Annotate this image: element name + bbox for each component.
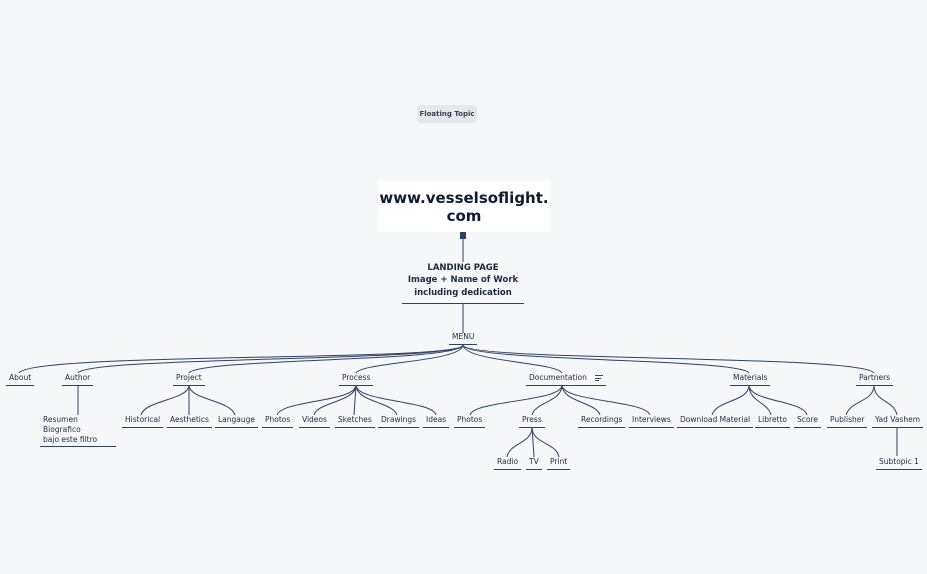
topic-sketches[interactable]: Sketches <box>335 415 375 428</box>
topic-subtopic-1[interactable]: Subtopic 1 <box>876 457 922 470</box>
topic-process-photos[interactable]: Photos <box>262 415 294 428</box>
topic-publisher[interactable]: Publisher <box>827 415 868 428</box>
topic-press[interactable]: Press <box>519 415 545 428</box>
topic-documentation-photos[interactable]: Photos <box>454 415 486 428</box>
topic-aesthetics[interactable]: Aesthetics <box>167 415 212 428</box>
notes-icon[interactable] <box>595 374 604 383</box>
topic-libretto[interactable]: Libretto <box>755 415 791 428</box>
topic-ideas[interactable]: Ideas <box>423 415 450 428</box>
floating-topic[interactable]: Floating Topic <box>417 105 477 123</box>
topic-score[interactable]: Score <box>794 415 822 428</box>
topic-resumen-biografico[interactable]: Resumen Biografico bajo este filtro <box>40 415 116 448</box>
landing-page-label: LANDING PAGE Image + Name of Work includ… <box>407 263 519 298</box>
topic-partners[interactable]: Partners <box>856 373 894 386</box>
topic-drawings[interactable]: Drawings <box>378 415 420 428</box>
topic-langauge[interactable]: Langauge <box>215 415 259 428</box>
collapse-handle[interactable] <box>460 232 466 239</box>
topic-tv[interactable]: TV <box>526 457 542 470</box>
topic-radio[interactable]: Radio <box>494 457 522 470</box>
topic-materials[interactable]: Materials <box>730 373 771 386</box>
topic-print[interactable]: Print <box>547 457 571 470</box>
topic-documentation[interactable]: Documentation <box>526 373 607 386</box>
central-topic[interactable]: www.vesselsoflight. com <box>378 181 550 232</box>
topic-videos[interactable]: Videos <box>299 415 330 428</box>
topic-historical[interactable]: Historical <box>122 415 164 428</box>
landing-page-topic[interactable]: LANDING PAGE Image + Name of Work includ… <box>402 262 524 304</box>
topic-recordings[interactable]: Recordings <box>578 415 626 428</box>
topic-download-material[interactable]: Download Material <box>677 415 754 428</box>
topic-author[interactable]: Author <box>62 373 94 386</box>
topic-yad-vashem[interactable]: Yad Vashem <box>872 415 924 428</box>
menu-topic[interactable]: MENU <box>449 332 478 345</box>
topic-process[interactable]: Process <box>339 373 374 386</box>
central-topic-label: www.vesselsoflight. com <box>379 188 549 225</box>
topic-interviews[interactable]: Interviews <box>629 415 674 428</box>
topic-about[interactable]: About <box>6 373 35 386</box>
topic-project[interactable]: Project <box>173 373 205 386</box>
topic-documentation-label: Documentation <box>529 373 587 382</box>
